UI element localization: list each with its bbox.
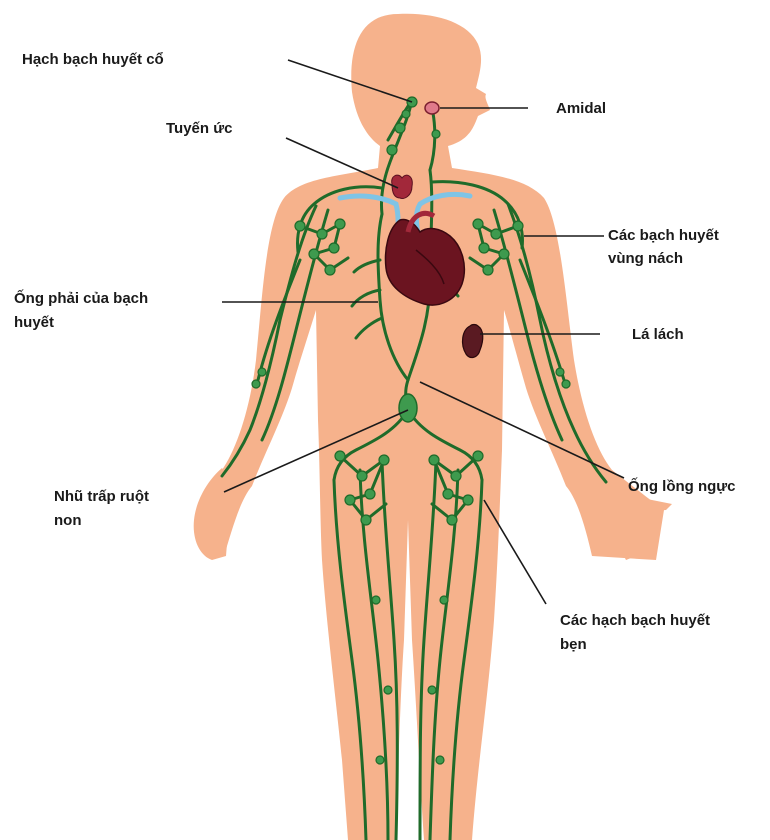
label-inguinal-line2: bẹn	[560, 634, 587, 655]
label-thymus: Tuyến ức	[166, 118, 232, 139]
cisterna-chyli	[399, 394, 417, 422]
label-cervical-lymph-nodes: Hạch bạch huyết cổ	[22, 49, 164, 70]
label-cisterna-chyli-line1: Nhũ trấp ruột	[54, 486, 149, 507]
label-right-lymphatic-duct-line2: huyết	[14, 312, 54, 333]
label-right-lymphatic-duct-line1: Ống phải của bạch	[14, 288, 148, 309]
label-cisterna-chyli-line2: non	[54, 510, 82, 531]
label-thoracic-duct: Ống lồng ngực	[628, 476, 736, 497]
label-spleen: Lá lách	[632, 324, 684, 345]
label-axillary-line2: vùng nách	[608, 248, 683, 269]
label-inguinal-line1: Các hạch bạch huyết	[560, 610, 710, 631]
right-hand-of-figure	[194, 468, 236, 560]
tonsil	[425, 102, 439, 114]
label-axillary-line1: Các bạch huyết	[608, 225, 719, 246]
spleen	[463, 325, 483, 358]
label-tonsil: Amidal	[556, 98, 606, 119]
